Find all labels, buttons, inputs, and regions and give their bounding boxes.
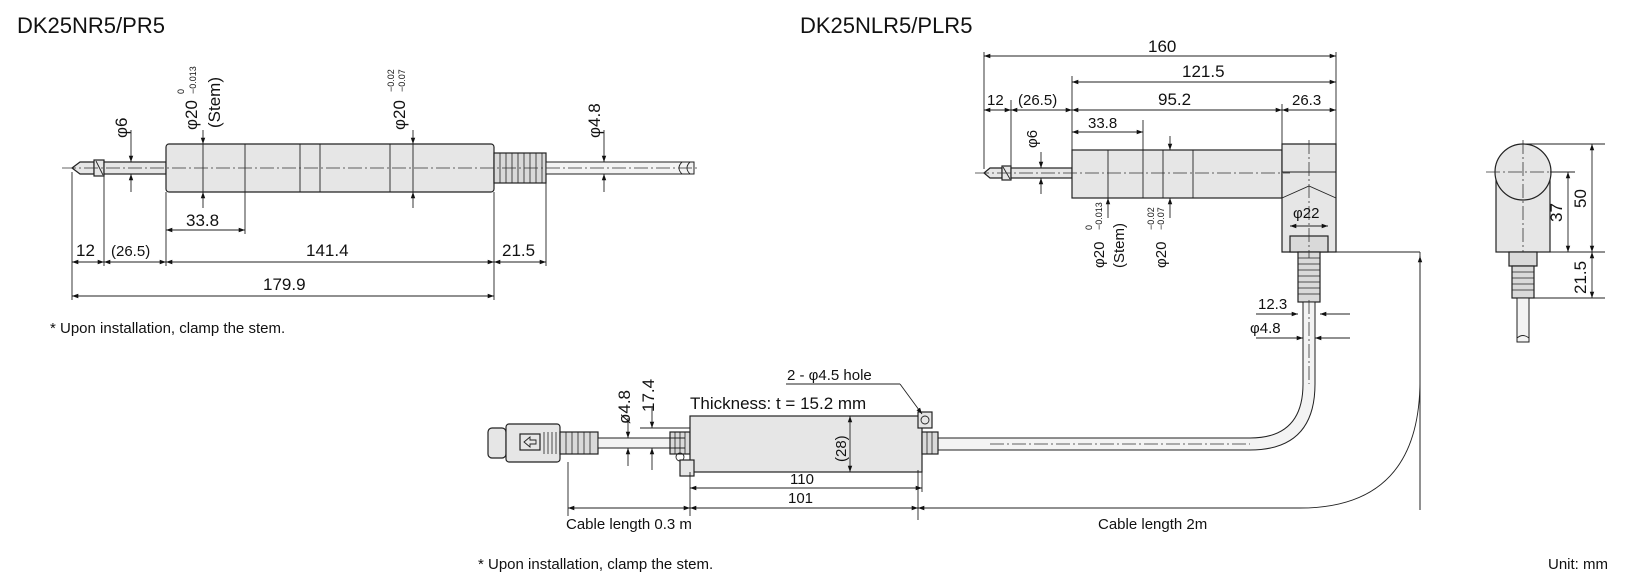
interface-box-assembly: 2 - φ4.5 hole Thickness: t = 15.2 mm ø4.… [487,367,1421,533]
interface-box [689,415,923,473]
left-dia-20-stem-label: φ20 [182,100,201,130]
left-dim-141-4: 141.4 [306,241,349,260]
side-view: 50 37 21.5 [1486,140,1605,343]
right-dim-121-5: 121.5 [1182,62,1225,81]
left-dia-20-label: φ20 [390,100,409,130]
box-dim-17-4: 17.4 [639,379,658,412]
right-cable-boot [1297,251,1321,303]
right-main-body [1071,149,1283,199]
right-dia-20-stem-tol-upper: 0 [1084,225,1094,230]
left-dim-33-8: 33.8 [186,211,219,230]
connector-plug [487,427,507,459]
right-dia-20-label: φ20 [1153,242,1170,268]
right-dim-12-3: 12.3 [1258,296,1287,313]
box-dim-110: 110 [790,471,814,488]
cable-length-long: Cable length 2m [1098,516,1207,533]
box-dim-101: 101 [788,490,813,507]
side-dim-37: 37 [1547,203,1566,222]
left-dia-20-tol-lower: −0.07 [397,69,407,92]
right-dia-22-label: φ22 [1293,205,1319,222]
right-cable [937,301,1316,451]
right-dim-26-3: 26.3 [1292,92,1321,109]
right-dia-20-tol-lower: −0.07 [1156,207,1166,230]
box-dia-4-8: ø4.8 [615,390,634,424]
right-dia-6-label: φ6 [1024,130,1041,148]
bottom-install-note: * Upon installation, clamp the stem. [478,556,713,573]
left-dia-20-tol-upper: −0.02 [386,69,396,92]
right-dia-20-stem-tol-lower: −0.013 [1094,202,1104,230]
right-dim-33-8: 33.8 [1088,115,1117,132]
left-dim-26-5: (26.5) [111,243,150,260]
left-dim-179-9: 179.9 [263,275,306,294]
right-dia-20-tol-upper: −0.02 [1146,207,1156,230]
left-stem-label: (Stem) [205,77,224,128]
short-cable [597,437,671,449]
hole-label: 2 - φ4.5 hole [787,367,872,384]
right-dim-26-5: (26.5) [1018,92,1057,109]
left-straight-gauge: φ6 φ20 0 −0.013 (Stem) φ20 −0.02 −0.07 φ… [62,66,700,300]
right-dim-160: 160 [1148,37,1176,56]
side-dim-50: 50 [1571,189,1590,208]
left-model-title: DK25NR5/PR5 [17,13,165,38]
right-model-title: DK25NLR5/PLR5 [800,13,972,38]
left-dia-20-stem-tol-upper: 0 [176,89,186,94]
thickness-label: Thickness: t = 15.2 mm [690,394,866,413]
right-angle-gauge: 160 121.5 12 (26.5) 95.2 26.3 33.8 φ6 φ2… [937,37,1423,510]
left-install-note: * Upon installation, clamp the stem. [50,320,285,337]
left-dim-12: 12 [76,241,95,260]
right-dia-20-stem-label: φ20 [1091,242,1108,268]
left-dia-20-stem-tol-lower: −0.013 [188,66,198,94]
right-dia-4-8-label: φ4.8 [1250,320,1281,337]
left-dia-4-8-label: φ4.8 [585,103,604,138]
box-dim-28: (28) [833,435,850,462]
left-dia-6-label: φ6 [112,118,131,138]
unit-label: Unit: mm [1548,556,1608,573]
cable-length-short: Cable length 0.3 m [566,516,692,533]
side-dim-21-5: 21.5 [1571,261,1590,294]
right-stem-label: (Stem) [1111,223,1128,268]
left-dim-21-5: 21.5 [502,241,535,260]
right-dim-12: 12 [987,92,1004,109]
right-dim-95-2: 95.2 [1158,90,1191,109]
